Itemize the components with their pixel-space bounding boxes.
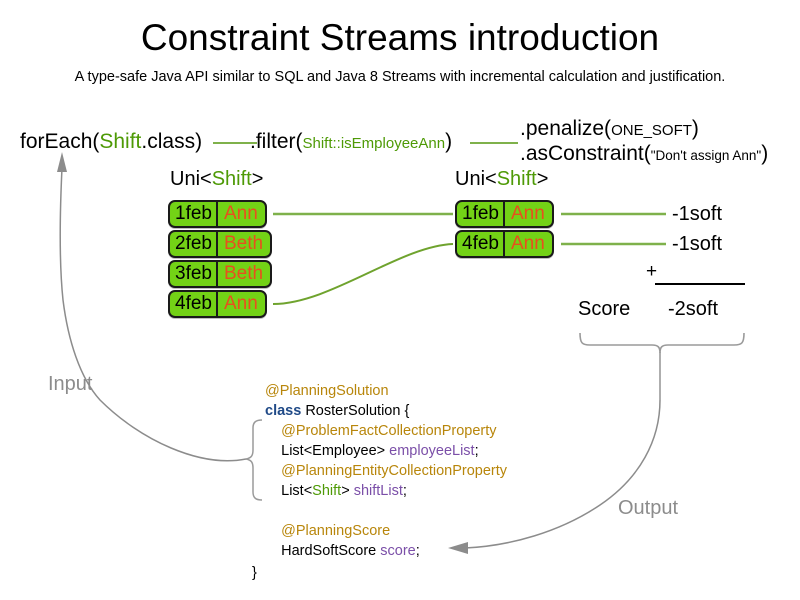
uni-right-type: Shift bbox=[496, 168, 537, 190]
code-line: @PlanningScore bbox=[265, 521, 420, 541]
expr-penalize: .penalize(ONE_SOFT) bbox=[520, 116, 699, 144]
code-indent bbox=[265, 423, 281, 439]
pipeline-connector-1 bbox=[213, 142, 257, 144]
code-token: class bbox=[265, 403, 302, 419]
code-token: List< bbox=[281, 483, 313, 499]
code-line: HardSoftScore score; bbox=[265, 541, 420, 561]
expr-foreach-suffix: .class) bbox=[141, 130, 203, 153]
expr-foreach-type: Shift bbox=[99, 130, 142, 153]
penalty-label: -1soft bbox=[672, 233, 723, 255]
fields-brace bbox=[245, 419, 263, 501]
shift-date: 4feb bbox=[457, 232, 505, 256]
page-title: Constraint Streams introduction bbox=[140, 17, 660, 58]
code-token: shiftList bbox=[353, 483, 403, 499]
shift-box[interactable]: 4feb Ann bbox=[168, 290, 267, 318]
expr-filter-arg: Shift::isEmployeeAnn bbox=[302, 135, 446, 152]
shift-box[interactable]: 3feb Beth bbox=[168, 260, 273, 288]
code-token: @PlanningSolution bbox=[265, 383, 389, 399]
uni-label-left: Uni<Shift> bbox=[170, 167, 263, 191]
uni-right-suffix: > bbox=[536, 168, 549, 190]
code-close-brace: } bbox=[252, 565, 257, 581]
expr-foreach: forEach(Shift.class) bbox=[20, 129, 202, 155]
shift-date: 3feb bbox=[170, 262, 218, 286]
code-indent bbox=[265, 543, 281, 559]
shift-employee: Beth bbox=[223, 263, 264, 284]
shift-date: 1feb bbox=[170, 202, 218, 226]
code-token: HardSoftScore bbox=[281, 543, 381, 559]
output-label: Output bbox=[618, 497, 679, 519]
score-plus-sign: + bbox=[646, 261, 658, 282]
expr-penalize-prefix: .penalize( bbox=[520, 117, 612, 140]
score-total: -2soft bbox=[668, 298, 719, 320]
uni-label-right: Uni<Shift> bbox=[455, 167, 548, 191]
code-line: class RosterSolution { bbox=[265, 401, 507, 421]
code-token: ; bbox=[402, 483, 407, 499]
code-token: ; bbox=[474, 443, 479, 459]
code-token: RosterSolution { bbox=[301, 403, 410, 419]
score-brace bbox=[579, 332, 745, 354]
expr-foreach-prefix: forEach( bbox=[20, 130, 100, 153]
score-sum-rule bbox=[655, 283, 745, 285]
shift-box[interactable]: 1feb Ann bbox=[168, 200, 267, 228]
code-indent bbox=[265, 523, 281, 539]
output-arrowhead bbox=[448, 542, 468, 554]
code-line: @ProblemFactCollectionProperty bbox=[265, 421, 507, 441]
code-line: List<Shift> shiftList; bbox=[265, 481, 507, 501]
code-token: score bbox=[380, 543, 416, 559]
pipeline-connector-2 bbox=[470, 142, 518, 144]
input-label: Input bbox=[48, 373, 93, 395]
page-subtitle: A type-safe Java API similar to SQL and … bbox=[74, 69, 726, 85]
expr-penalize-suffix: ) bbox=[691, 117, 699, 140]
shift-box[interactable]: 4feb Ann bbox=[455, 230, 554, 258]
shift-date: 4feb bbox=[170, 292, 218, 316]
code-line: List<Employee> employeeList; bbox=[265, 441, 507, 461]
expr-filter-suffix: ) bbox=[445, 130, 453, 153]
shift-employee: Ann bbox=[510, 203, 545, 224]
shift-employee: Ann bbox=[223, 293, 258, 314]
code-line: @PlanningSolution bbox=[265, 381, 507, 401]
input-arrowhead bbox=[57, 152, 67, 172]
shift-date: 2feb bbox=[170, 232, 218, 256]
uni-left-prefix: Uni< bbox=[170, 168, 212, 190]
expr-as-constraint-prefix: .asConstraint( bbox=[520, 142, 651, 165]
shift-box[interactable]: 1feb Ann bbox=[455, 200, 554, 228]
code-indent bbox=[265, 483, 281, 499]
code-token: Shift bbox=[312, 483, 342, 499]
code-block-tail: @PlanningScore HardSoftScore score; bbox=[265, 521, 420, 561]
score-label: Score bbox=[578, 298, 631, 320]
code-token: @ProblemFactCollectionProperty bbox=[281, 423, 497, 439]
shift-box[interactable]: 2feb Beth bbox=[168, 230, 273, 258]
shift-date: 1feb bbox=[457, 202, 505, 226]
code-line: @PlanningEntityCollectionProperty bbox=[265, 461, 507, 481]
expr-as-constraint: .asConstraint("Don't assign Ann") bbox=[520, 141, 768, 169]
code-token: > bbox=[341, 483, 354, 499]
shift-employee: Ann bbox=[223, 203, 258, 224]
uni-right-prefix: Uni< bbox=[455, 168, 497, 190]
shift-employee: Beth bbox=[223, 233, 264, 254]
code-token: @PlanningEntityCollectionProperty bbox=[281, 463, 508, 479]
code-token: ; bbox=[415, 543, 420, 559]
uni-left-suffix: > bbox=[251, 168, 264, 190]
code-indent bbox=[265, 463, 281, 479]
expr-as-constraint-suffix: ) bbox=[761, 142, 769, 165]
shift-employee: Ann bbox=[510, 233, 545, 254]
code-token: @PlanningScore bbox=[281, 523, 391, 539]
expr-filter: .filter(Shift::isEmployeeAnn) bbox=[250, 129, 452, 157]
expr-penalize-arg: ONE_SOFT bbox=[611, 122, 692, 139]
code-token: employeeList bbox=[389, 443, 475, 459]
expr-filter-prefix: .filter( bbox=[250, 130, 303, 153]
uni-left-type: Shift bbox=[211, 168, 252, 190]
link-4feb bbox=[272, 243, 454, 305]
expr-as-constraint-arg: "Don't assign Ann" bbox=[650, 148, 762, 163]
penalty-label: -1soft bbox=[672, 203, 723, 225]
code-indent bbox=[265, 443, 281, 459]
code-token: List<Employee> bbox=[281, 443, 390, 459]
